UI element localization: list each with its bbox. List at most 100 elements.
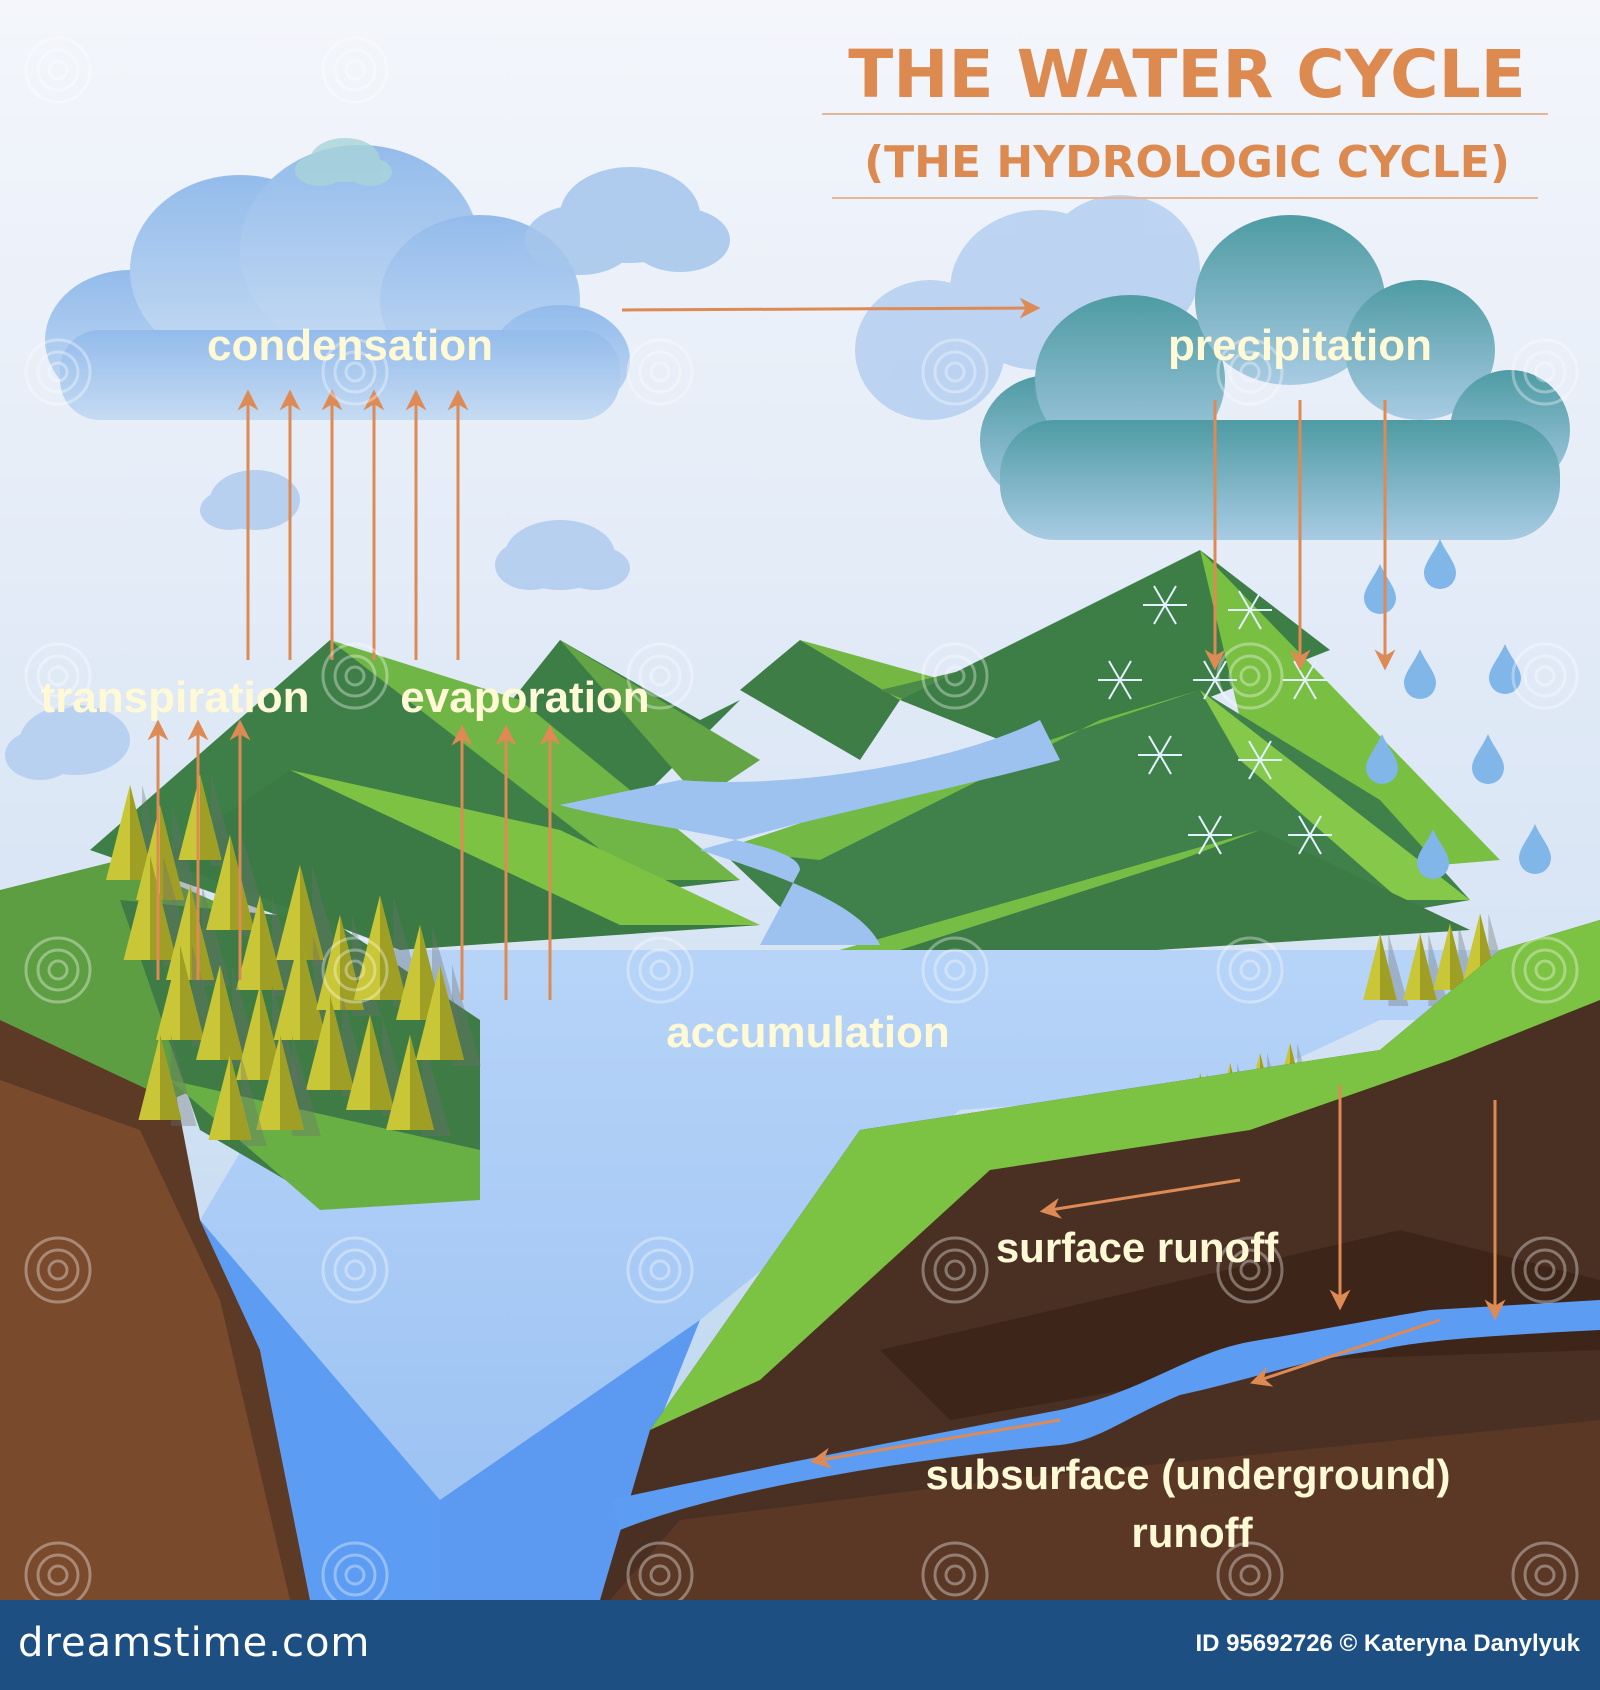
tree-shadow (452, 965, 481, 1066)
lake-cross-section-front (440, 1320, 700, 1600)
watermark-spiral (1216, 1236, 1284, 1304)
arrow (1039, 1178, 1241, 1219)
watermark-spiral (626, 642, 694, 710)
raindrop (1364, 564, 1396, 614)
raindrop (1472, 734, 1504, 784)
snowflake (1228, 590, 1272, 630)
tree-shadow (163, 855, 195, 966)
snowflake (1188, 815, 1232, 855)
arrow (1250, 1318, 1441, 1387)
watermark-spiral (24, 338, 92, 406)
watermark-spiral (921, 1236, 989, 1304)
watermark-spiral (321, 1541, 389, 1600)
diagram-subtitle: (THE HYDROLOGIC CYCLE) (864, 137, 1510, 188)
label-condensation: condensation (207, 321, 493, 370)
raindrop (1366, 734, 1398, 784)
raindrop (1519, 824, 1551, 874)
small-cloud (5, 705, 130, 780)
snowflake (1288, 815, 1332, 855)
footer-site-link[interactable]: dreamstime.com (18, 1620, 371, 1666)
watermark-spiral (626, 1541, 694, 1600)
watermark-spiral (1511, 1236, 1579, 1304)
watermark-spiral (626, 338, 694, 406)
small-cloud (495, 520, 630, 590)
tree-shade (410, 1035, 434, 1130)
watermark-spiral (626, 936, 694, 1004)
river (560, 720, 1060, 945)
tree-shade (440, 965, 464, 1060)
tree-shade (190, 885, 214, 980)
small-cloud (295, 138, 392, 186)
watermark-spiral (1511, 338, 1579, 406)
watermark-spiral (1511, 1541, 1579, 1600)
snowflakes (1098, 585, 1332, 855)
label-subsurface-runoff-2: runoff (1131, 1509, 1253, 1556)
tree-shade (220, 965, 244, 1060)
watermark-spiral (24, 1236, 92, 1304)
snowflake (1138, 735, 1182, 775)
watermark-spiral (1216, 936, 1284, 1004)
tree-shade (300, 865, 324, 960)
underground-river (610, 1300, 1600, 1530)
snowflake (1238, 740, 1282, 780)
condensation-cloud (45, 145, 630, 420)
watermark-spiral (921, 642, 989, 710)
arrow (809, 1418, 1061, 1469)
tree-shade (230, 835, 254, 930)
diagram-title: THE WATER CYCLE (848, 36, 1525, 113)
tree-shade (1420, 933, 1437, 1000)
small-cloud (200, 470, 300, 530)
watermark-spiral (921, 1541, 989, 1600)
snowflake (1098, 660, 1142, 700)
precipitation-cloud (980, 215, 1570, 540)
label-subsurface-runoff: subsurface (underground) (925, 1451, 1450, 1498)
small-cloud (525, 167, 730, 275)
tree-shade (230, 1054, 252, 1140)
watermark-spiral (321, 642, 389, 710)
watermark-spiral (321, 338, 389, 406)
tree-shadow (422, 1035, 451, 1136)
tree-shadow (292, 1035, 321, 1136)
watermark-spiral (24, 642, 92, 710)
label-accumulation: accumulation (666, 1008, 950, 1057)
label-precipitation: precipitation (1168, 321, 1432, 370)
raindrop (1424, 539, 1456, 589)
arrow (621, 297, 1041, 319)
raindrop (1417, 829, 1449, 879)
raindrop (1404, 649, 1436, 699)
tree-shade (330, 995, 354, 1090)
watermark-spiral (1216, 642, 1284, 710)
tree-shade (200, 774, 222, 860)
snowflake (1143, 585, 1187, 625)
watermark (24, 36, 1579, 1600)
watermark-spiral (921, 338, 989, 406)
tree-shade (370, 1015, 394, 1110)
watermark-spiral (321, 936, 389, 1004)
tree-shade (160, 805, 184, 900)
watermark-spiral (626, 1236, 694, 1304)
watermark-spiral (24, 936, 92, 1004)
tree-shade (1450, 923, 1467, 990)
right-bank (600, 920, 1600, 1600)
watermark-spiral (24, 36, 92, 104)
footer-bar: dreamstime.com ID 95692726 © Kateryna Da… (0, 1600, 1600, 1690)
watermark-spiral (1216, 1541, 1284, 1600)
raindrops (1364, 539, 1551, 879)
raindrop (1489, 644, 1521, 694)
tree-shade (180, 945, 204, 1040)
watermark-spiral (1216, 338, 1284, 406)
lake-cross-section (200, 1220, 440, 1600)
tree-shade (160, 1034, 182, 1120)
tree-shadow (202, 885, 231, 986)
tree-shade (380, 895, 407, 1000)
watermark-spiral (321, 1236, 389, 1304)
footer-credit: ID 95692726 © Kateryna Danylyuk (1195, 1630, 1580, 1657)
tree-shade (280, 1035, 304, 1130)
watermark-spiral (921, 936, 989, 1004)
tree-shade (1380, 933, 1397, 1000)
watermark-spiral (1511, 936, 1579, 1004)
label-evaporation: evaporation (400, 673, 649, 722)
process-arrows (147, 297, 1506, 1469)
diagram-canvas: THE WATER CYCLE (THE HYDROLOGIC CYCLE) (0, 0, 1600, 1600)
